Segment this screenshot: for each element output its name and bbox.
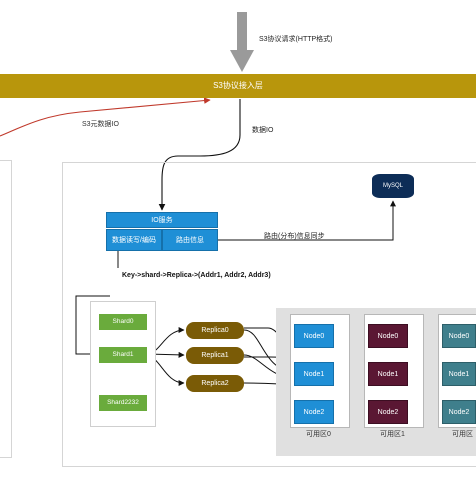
replica-0: Replica0 bbox=[186, 322, 244, 339]
zone2-node1: Node1 bbox=[442, 362, 476, 386]
zone2-node2: Node2 bbox=[442, 400, 476, 424]
io-service-data-rw: 数据读写/编码 bbox=[106, 229, 162, 251]
mysql-db: MySQL bbox=[372, 174, 414, 198]
replica-2: Replica2 bbox=[186, 375, 244, 392]
io-service-title: IO服务 bbox=[106, 212, 218, 228]
zone2-label: 可用区 bbox=[452, 431, 473, 438]
shard-loop-line bbox=[75, 295, 110, 354]
zone2-node0: Node0 bbox=[442, 324, 476, 348]
data-io-label: 数据IO bbox=[252, 127, 274, 134]
meta-io-label: S3元数据IO bbox=[82, 121, 119, 128]
mysql-label: MySQL bbox=[382, 183, 403, 189]
route-sync-line bbox=[218, 200, 396, 241]
key-path-label: Key->shard->Replica->(Addr1, Addr2, Addr… bbox=[122, 272, 271, 279]
shard-1: Shard1 bbox=[99, 347, 147, 363]
zone0-node2: Node2 bbox=[294, 400, 334, 424]
request-arrow bbox=[230, 12, 254, 72]
zone0-label: 可用区0 bbox=[306, 431, 331, 438]
main-panel bbox=[62, 162, 476, 467]
zone1-node0: Node0 bbox=[368, 324, 408, 348]
zone1-node1: Node1 bbox=[368, 362, 408, 386]
shard-0: Shard0 bbox=[99, 314, 147, 330]
replica-1: Replica1 bbox=[186, 347, 244, 364]
zone1-label: 可用区1 bbox=[380, 431, 405, 438]
meta-io-line bbox=[0, 97, 211, 137]
shard-2232: Shard2232 bbox=[99, 395, 147, 411]
route-sync-label: 路由(分布)信息同步 bbox=[264, 233, 325, 240]
left-panel bbox=[0, 160, 12, 458]
access-layer-bar: S3协议接入层 bbox=[0, 74, 476, 98]
data-io-line bbox=[158, 99, 241, 211]
zone1-node2: Node2 bbox=[368, 400, 408, 424]
zone0-node0: Node0 bbox=[294, 324, 334, 348]
io-service-routing: 路由信息 bbox=[162, 229, 218, 251]
zone0-node1: Node1 bbox=[294, 362, 334, 386]
request-label: S3协议请求(HTTP格式) bbox=[259, 36, 333, 43]
